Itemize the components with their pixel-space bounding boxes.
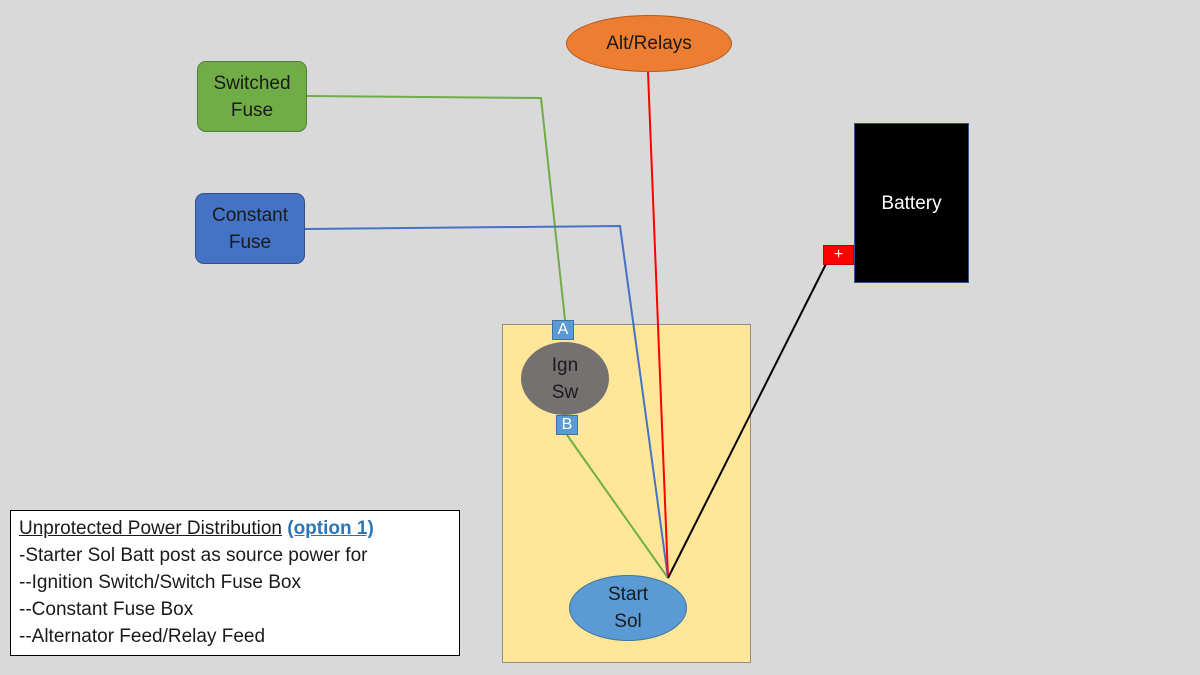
switched-fuse-wire — [306, 95, 566, 321]
alt-relays-wire — [647, 71, 669, 579]
note-option-link[interactable]: (option 1) — [287, 518, 374, 539]
alt-relays-node: Alt/Relays — [566, 15, 732, 72]
battery-node: Battery — [854, 123, 969, 283]
constant-fuse-box: Constant Fuse — [195, 193, 305, 264]
switched-fuse-box: Switched Fuse — [197, 61, 307, 132]
start-solenoid-node: Start Sol — [569, 575, 687, 641]
note-line: -Starter Sol Batt post as source power f… — [19, 545, 368, 566]
battery-positive-terminal: + — [823, 245, 854, 265]
terminal-a: A — [552, 320, 574, 340]
battery-wire — [667, 261, 828, 579]
note-line: --Constant Fuse Box — [19, 599, 194, 620]
note-line: --Ignition Switch/Switch Fuse Box — [19, 572, 301, 593]
constant-fuse-wire — [304, 224, 669, 579]
ignition-switch-node: Ign Sw — [521, 342, 609, 415]
note-line: --Alternator Feed/Relay Feed — [19, 626, 266, 647]
note-heading: Unprotected Power Distribution (option 1… — [19, 515, 451, 542]
ign-sw-to-start-sol-wire — [566, 434, 669, 579]
terminal-b: B — [556, 415, 578, 435]
note-box: Unprotected Power Distribution (option 1… — [10, 510, 460, 656]
note-title: Unprotected Power Distribution — [19, 518, 282, 539]
